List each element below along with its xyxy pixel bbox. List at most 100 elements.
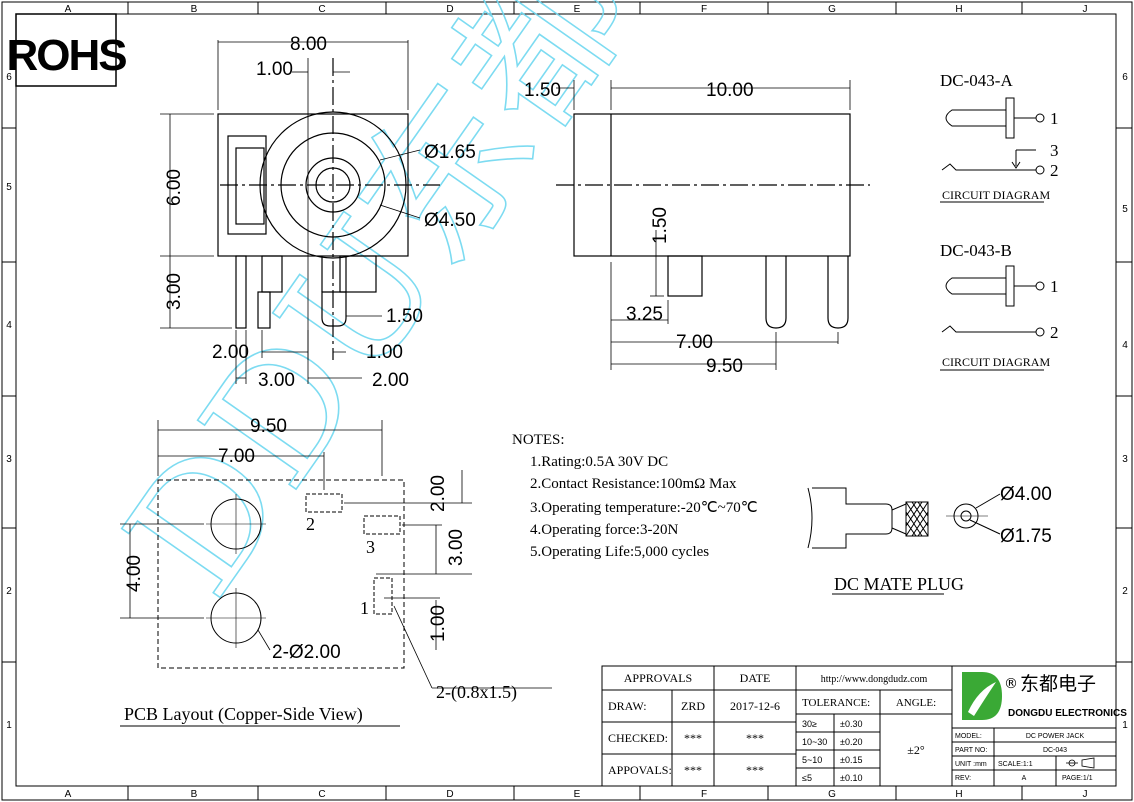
dim-pin-height: 1.50 <box>650 207 671 244</box>
circuit-a-caption: CIRCUIT DIAGRAM <box>942 188 1050 202</box>
title-block <box>601 665 1117 787</box>
col-label: B <box>191 4 198 15</box>
dim-pin-total: 9.50 <box>706 356 743 377</box>
circuit-a-pin-1: 1 <box>1050 109 1059 128</box>
tb-appovals-by: *** <box>684 763 702 777</box>
col-label: H <box>955 4 962 15</box>
row-label: 2 <box>6 586 12 597</box>
circuit-b-pin-2: 2 <box>1050 323 1059 342</box>
dim-pin-offset: 3.25 <box>626 304 663 325</box>
front-dim-text: 8.00 1.00 6.00 3.00 Ø1.65 Ø4.50 1.50 2.0… <box>164 34 476 391</box>
note-item: 2.Contact Resistance:100mΩ Max <box>530 476 737 492</box>
pcb-dim-mid: 7.00 <box>218 446 255 467</box>
row-label: 1 <box>6 720 12 731</box>
note-item: 3.Operating temperature:-20℃~70℃ <box>530 500 758 516</box>
row-label: 6 <box>6 72 12 83</box>
col-label: J <box>1083 789 1088 800</box>
circuit-diagram-b <box>940 265 1045 371</box>
col-label: C <box>318 789 325 800</box>
pcb-dim-v2: 3.00 <box>446 529 467 566</box>
tb-model-label: MODEL: <box>955 733 982 740</box>
col-label: F <box>701 789 707 800</box>
tb-reg-mark: ® <box>1004 676 1018 692</box>
tb-part-label: PART NO: <box>955 747 987 754</box>
col-label: D <box>446 789 453 800</box>
circuit-diagram-a <box>940 97 1045 203</box>
notes: NOTES: 1.Rating:0.5A 30V DC 2.Contact Re… <box>512 432 758 560</box>
col-label: A <box>65 4 72 15</box>
col-label: E <box>574 789 581 800</box>
tb-tol-value: ±0.10 <box>840 773 862 783</box>
tb-drawer: ZRD <box>681 699 705 713</box>
row-label: 6 <box>1122 72 1128 83</box>
pcb-dim-v3: 4.00 <box>124 555 145 592</box>
col-label: G <box>828 4 836 15</box>
tb-company-en: DONGDU ELECTRONICS <box>1008 708 1127 719</box>
col-label: J <box>1083 4 1088 15</box>
pcb-dim-v4: 1.00 <box>428 605 449 642</box>
dim-offset: 1.00 <box>256 59 293 80</box>
tb-tol-range: ≤5 <box>802 773 812 783</box>
tb-draw-date: 2017-12-6 <box>730 699 780 713</box>
tb-url: http://www.dongdudz.com <box>821 674 928 685</box>
row-label: 3 <box>1122 454 1128 465</box>
tb-draw: DRAW: <box>608 699 647 713</box>
row-label: 1 <box>1122 720 1128 731</box>
pcb-pin-2: 2 <box>306 514 315 534</box>
col-label: D <box>446 4 453 15</box>
tb-angle: ANGLE: <box>896 697 936 709</box>
col-label: E <box>574 4 581 15</box>
dim-bottom-2: 1.00 <box>366 342 403 363</box>
title-block-text: APPROVALS DATE http://www.dongdudz.com D… <box>608 671 1127 783</box>
tb-date: DATE <box>740 671 771 685</box>
tb-tol-range: 30≥ <box>802 719 817 729</box>
dim-lead: 1.50 <box>524 80 561 101</box>
projection-symbol <box>1066 757 1095 769</box>
tb-part: DC-043 <box>1043 747 1067 754</box>
front-view <box>217 58 440 360</box>
dim-pin-length: 3.00 <box>164 273 185 310</box>
tb-appovals-date: *** <box>746 763 764 777</box>
circuit-b-pin-1: 1 <box>1050 277 1059 296</box>
dim-hole: Ø1.65 <box>424 142 476 163</box>
dim-body: 10.00 <box>706 80 754 101</box>
tb-appovals: APPOVALS: <box>608 763 672 777</box>
col-label: A <box>65 789 72 800</box>
pcb-hole-label: 2-Ø2.00 <box>272 642 341 663</box>
front-dimensions <box>160 40 421 384</box>
row-label: 2 <box>1122 586 1128 597</box>
pcb-dimensions <box>120 420 552 689</box>
tb-approvals: APPROVALS <box>624 671 692 685</box>
company-logo <box>962 672 1002 720</box>
side-view <box>556 113 870 329</box>
tb-tol-value: ±0.30 <box>840 719 862 729</box>
side-dimensions <box>556 80 851 370</box>
pcb-dim-v1: 2.00 <box>428 475 449 512</box>
tb-checked-by: *** <box>684 731 702 745</box>
plug-caption: DC MATE PLUG <box>834 574 964 594</box>
mate-plug <box>807 487 1001 595</box>
plug-dim-inner: Ø1.75 <box>1000 526 1052 547</box>
col-label: F <box>701 4 707 15</box>
note-item: 5.Operating Life:5,000 cycles <box>530 544 709 560</box>
row-label: 5 <box>1122 204 1128 215</box>
rohs-text: ROHS <box>6 31 126 80</box>
tb-tol-range: 10~30 <box>802 737 827 747</box>
tb-tolerance: TOLERANCE: <box>802 697 870 709</box>
note-item: 1.Rating:0.5A 30V DC <box>530 454 668 470</box>
circuit-a-text: DC-043-A 1 3 2 CIRCUIT DIAGRAM <box>940 71 1059 202</box>
tb-angle-value: ±2° <box>907 743 925 757</box>
tb-rev-label: REV: <box>955 775 971 782</box>
tb-checked: CHECKED: <box>608 731 668 745</box>
tb-page-label: PAGE:1/1 <box>1062 775 1093 782</box>
col-label: B <box>191 789 198 800</box>
dim-bottom-1: 2.00 <box>212 342 249 363</box>
pcb-caption: PCB Layout (Copper-Side View) <box>124 704 363 725</box>
mate-plug-text: Ø4.00 Ø1.75 DC MATE PLUG <box>834 484 1052 594</box>
pcb-pin-1: 1 <box>360 598 369 618</box>
side-dim-text: 1.50 10.00 1.50 3.25 7.00 9.50 <box>524 80 754 377</box>
pcb-pin-3: 3 <box>366 537 375 557</box>
pcb-text: 9.50 7.00 2.00 3.00 4.00 1.00 1 2 3 2-Ø2… <box>120 416 517 727</box>
col-label: G <box>828 789 836 800</box>
